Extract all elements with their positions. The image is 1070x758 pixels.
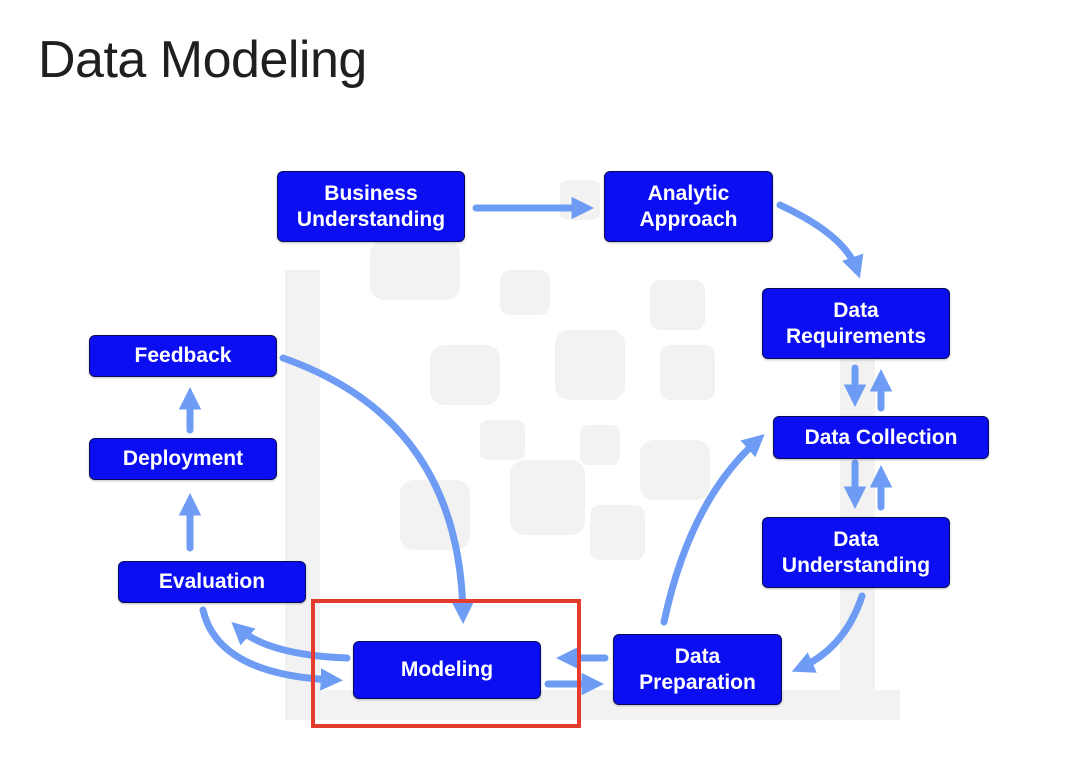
node-data-requirements: Data Requirements (762, 288, 950, 359)
page-title: Data Modeling (38, 31, 367, 89)
arrow-evaluation-to-modeling (199, 606, 343, 691)
arrow-analytic-to-requirements (776, 201, 864, 279)
modeling-highlight-frame (311, 599, 581, 728)
node-data-understanding: Data Understanding (762, 517, 950, 588)
node-modeling: Modeling (353, 641, 541, 699)
node-business-understanding: Business Understanding (277, 171, 465, 242)
arrow-preparation-to-collection (660, 434, 765, 626)
arrow-understanding-to-preparation (791, 592, 866, 673)
arrow-modeling-to-evaluation (231, 622, 351, 662)
node-data-preparation: Data Preparation (613, 634, 782, 705)
node-data-collection: Data Collection (773, 416, 989, 459)
node-analytic-approach: Analytic Approach (604, 171, 773, 242)
node-evaluation: Evaluation (118, 561, 306, 603)
arrow-feedback-to-modeling (279, 354, 474, 624)
node-feedback: Feedback (89, 335, 277, 377)
node-deployment: Deployment (89, 438, 277, 480)
